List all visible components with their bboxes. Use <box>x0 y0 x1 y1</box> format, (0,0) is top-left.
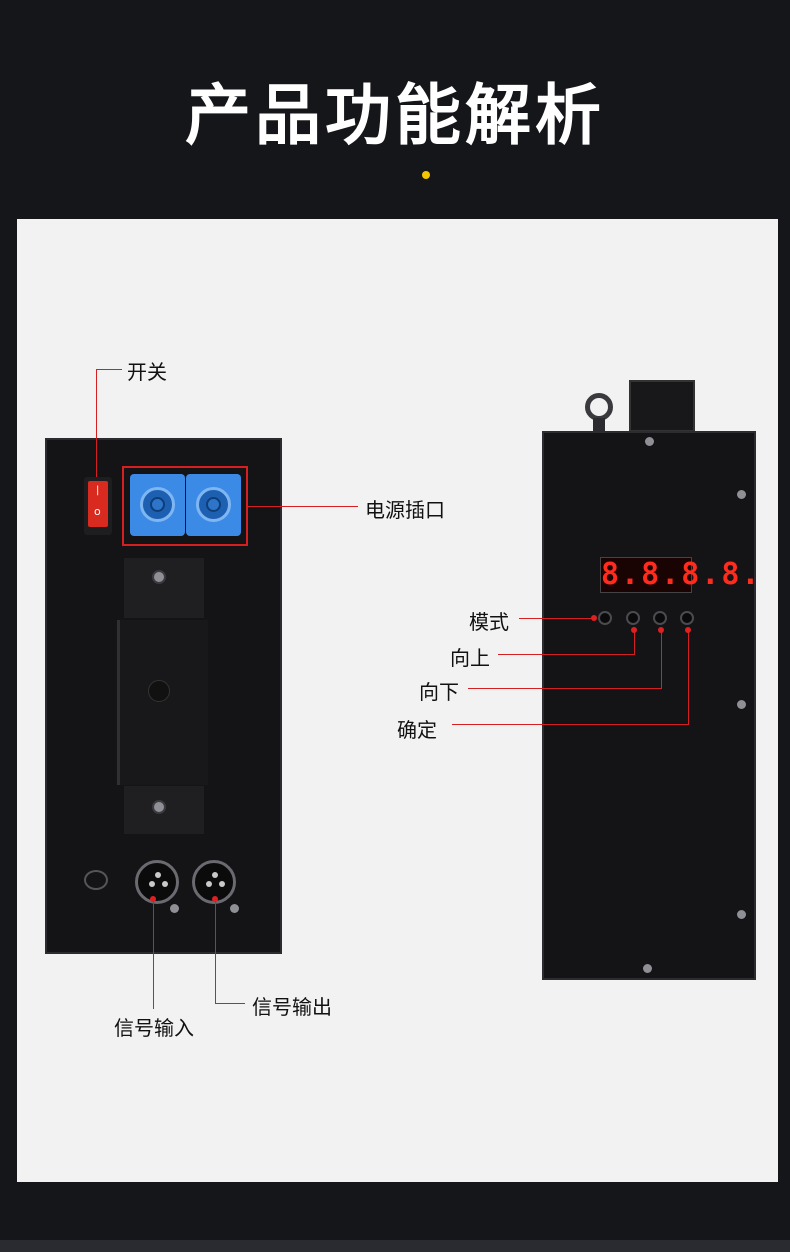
signal-in-callout-line <box>153 899 154 1009</box>
clamp-hole <box>148 680 170 702</box>
mode-callout-line <box>519 618 595 619</box>
confirm-button[interactable] <box>680 611 694 625</box>
header-title: 产品功能解析 <box>185 77 605 154</box>
xlr-screw-1 <box>170 904 179 913</box>
power-socket-callout-line <box>248 506 358 507</box>
down-callout-dot <box>658 627 664 633</box>
xlr-screw-2 <box>230 904 239 913</box>
header-accent-dot <box>422 171 430 179</box>
side-screw-bottom <box>643 964 652 973</box>
mode-label: 模式 <box>469 610 509 634</box>
xlr-input-connector <box>135 860 179 904</box>
side-panel-device <box>542 431 756 980</box>
power-socket-highlight <box>122 466 248 546</box>
switch-callout-line-v <box>96 369 97 477</box>
side-screw-1 <box>737 490 746 499</box>
mode-button[interactable] <box>598 611 612 625</box>
down-label: 向下 <box>419 680 459 704</box>
side-screw-top <box>645 437 654 446</box>
lifting-eye-stem <box>593 418 605 432</box>
cable-clip <box>84 870 108 890</box>
down-callout-line-h <box>468 688 662 689</box>
rocker-switch-red <box>88 481 108 527</box>
switch-label: 开关 <box>127 360 167 384</box>
led-display: 8.8.8.8. <box>600 557 762 593</box>
clamp-body <box>117 620 208 785</box>
signal-out-callout-line-h <box>215 1003 245 1004</box>
side-screw-3 <box>737 910 746 919</box>
lifting-eye-ring <box>585 393 613 421</box>
up-label: 向上 <box>450 646 490 670</box>
up-button[interactable] <box>626 611 640 625</box>
signal-out-label: 信号输出 <box>252 995 332 1019</box>
down-callout-line-v <box>661 630 662 689</box>
signal-out-callout-line-v <box>215 899 216 1003</box>
power-socket-label: 电源插口 <box>365 498 445 522</box>
side-screw-2 <box>737 700 746 709</box>
switch-callout-line-h <box>96 369 122 370</box>
confirm-callout-line-v <box>688 630 689 725</box>
clamp-screw-bottom <box>152 800 166 814</box>
hanger-bracket <box>629 380 695 432</box>
signal-in-label: 信号输入 <box>114 1016 194 1040</box>
powercon-socket-1 <box>130 474 185 536</box>
bottom-strip <box>0 1240 790 1252</box>
confirm-callout-dot <box>685 627 691 633</box>
clamp-screw-top <box>152 570 166 584</box>
up-callout-line-h <box>498 654 635 655</box>
confirm-callout-line-h <box>452 724 689 725</box>
down-button[interactable] <box>653 611 667 625</box>
confirm-label: 确定 <box>397 718 437 742</box>
clamp-top-plate <box>124 558 204 618</box>
up-callout-dot <box>631 627 637 633</box>
powercon-socket-2 <box>186 474 241 536</box>
up-callout-line-v <box>634 630 635 655</box>
mode-callout-dot <box>591 615 597 621</box>
